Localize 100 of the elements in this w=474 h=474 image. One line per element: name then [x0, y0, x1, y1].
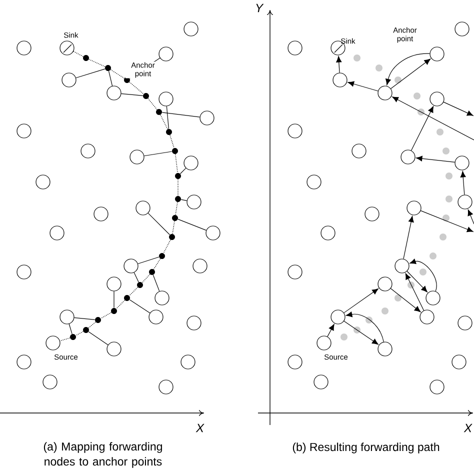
sensor-node	[454, 156, 470, 170]
sensor-node	[186, 194, 202, 210]
arrow	[416, 156, 456, 162]
dotted-line	[75, 331, 84, 336]
sensor-node	[106, 86, 122, 100]
sensor-node	[192, 258, 208, 274]
connector-line	[138, 256, 160, 264]
sensor-node	[352, 144, 366, 158]
connector-line	[152, 274, 160, 292]
arrow	[346, 312, 384, 342]
connector-line	[88, 332, 108, 346]
sensor-node	[158, 380, 174, 394]
arrow	[386, 53, 430, 86]
sensor-node	[288, 264, 302, 280]
sensor-node	[106, 276, 122, 292]
arrow	[390, 288, 421, 312]
connector-line	[162, 112, 200, 118]
sensor-node	[130, 150, 144, 164]
sensor-node	[452, 354, 466, 370]
anchor-point	[159, 253, 165, 259]
dotted-line	[163, 239, 171, 254]
connector-line	[68, 324, 72, 334]
caption: (a) Mapping forwarding nodes to anchor points	[44, 442, 162, 468]
arrow	[405, 273, 424, 311]
anchor-point	[175, 173, 181, 179]
sensor-node	[36, 174, 50, 190]
sensor-node	[184, 22, 198, 36]
dotted-line	[60, 338, 70, 342]
dotted-line	[88, 58, 106, 68]
sensor-node	[42, 374, 58, 390]
dotted-line	[88, 322, 96, 328]
sensor-node	[16, 264, 32, 280]
arrow	[344, 320, 378, 345]
anchor-point	[70, 334, 76, 340]
anchor-point	[156, 109, 162, 115]
sensor-node	[430, 46, 444, 62]
arrow	[406, 270, 428, 292]
dotted-line	[170, 134, 174, 148]
connector-line	[180, 199, 188, 201]
anchor-point	[175, 196, 181, 202]
sensor-node	[378, 86, 392, 100]
arrow	[468, 209, 474, 224]
anchor-point	[95, 317, 101, 323]
sensor-node	[394, 258, 410, 274]
connector-line	[76, 68, 106, 78]
sensor-node	[158, 46, 174, 62]
connector-line	[74, 317, 96, 320]
sensor-node	[426, 290, 440, 306]
sensor-node	[332, 72, 348, 88]
sensor-node	[320, 226, 336, 240]
connector-line	[134, 272, 139, 282]
sensor-node	[364, 206, 380, 222]
dotted-line	[128, 286, 138, 296]
connector-line	[129, 299, 150, 314]
sensor-node	[406, 200, 422, 216]
connector-line	[166, 106, 170, 130]
sensor-node	[306, 174, 322, 190]
dotted-line	[100, 312, 112, 319]
anchor-point	[169, 234, 175, 240]
dotted-line	[142, 274, 150, 283]
sensor-node	[94, 206, 108, 222]
sensor-node	[400, 150, 416, 164]
anchor-point	[172, 148, 178, 154]
anchor-point	[137, 282, 143, 288]
anchor-point	[143, 93, 149, 99]
anchor-point	[124, 295, 130, 301]
sensor-node	[16, 124, 32, 138]
sensor-node	[80, 144, 96, 158]
connector-line	[148, 212, 170, 236]
sensor-node	[430, 92, 444, 106]
sensor-node	[378, 276, 392, 292]
arrow	[460, 171, 466, 196]
sensor-node	[158, 92, 174, 106]
dotted-line	[73, 51, 84, 57]
axis-label: X	[196, 424, 204, 432]
axis-label: Y	[256, 4, 264, 12]
sensor-node	[314, 374, 328, 390]
arrow	[336, 56, 342, 74]
sensor-node	[288, 124, 302, 138]
anchor-point	[105, 65, 111, 71]
axis-label: X	[464, 424, 472, 432]
sensor-node	[458, 316, 472, 330]
sensor-node	[186, 316, 202, 330]
sensor-node	[330, 310, 346, 324]
anchor-point	[149, 269, 155, 275]
dotted-line	[153, 258, 161, 270]
arrow	[390, 58, 431, 89]
arrow	[403, 216, 414, 260]
connector-line	[108, 70, 113, 86]
arrow	[420, 210, 474, 232]
sensor-node	[106, 342, 122, 356]
anchor-point	[83, 55, 89, 61]
sensor-node	[430, 380, 444, 394]
arrow	[348, 81, 378, 92]
caption: (b) Resulting forwarding path	[292, 442, 440, 454]
anchor-point	[166, 129, 172, 135]
sensor-node	[454, 22, 470, 36]
dotted-line	[148, 98, 158, 110]
sensor-node	[124, 258, 138, 274]
dotted-line	[172, 220, 175, 234]
